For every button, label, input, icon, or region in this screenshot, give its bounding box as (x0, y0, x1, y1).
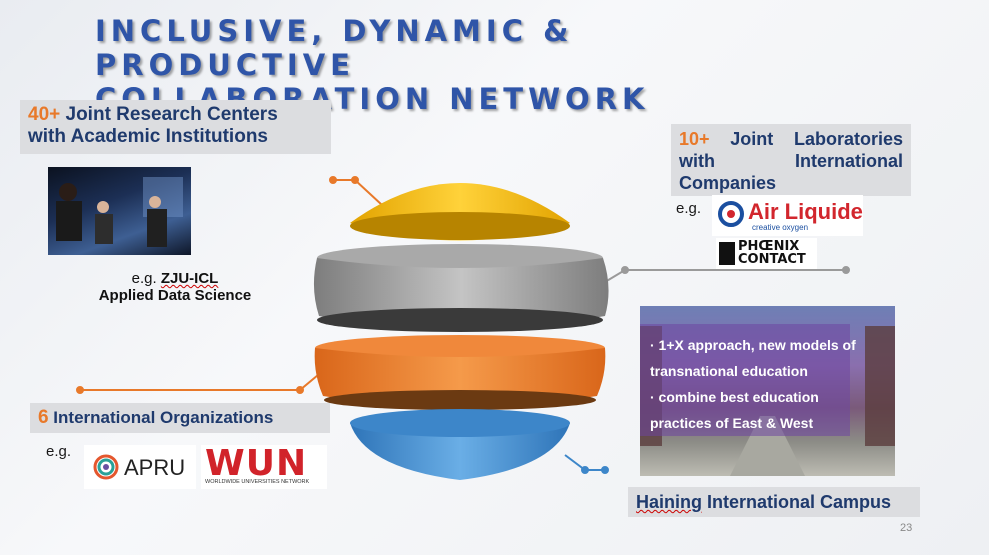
joint-labs-box: 10+ Joint Laboratories with Internationa… (671, 124, 911, 196)
phoenix-contact-logo: PHŒNIX CONTACT (716, 238, 817, 269)
campus-bullet-2: · combine best education (650, 389, 819, 405)
research-example-1: ZJU-ICL (160, 270, 219, 287)
apru-name: APRU (124, 455, 186, 480)
research-centers-box: 40+ Joint Research Centers with Academic… (20, 100, 331, 154)
labs-word-joint: Joint (730, 129, 774, 149)
research-count: 40+ (28, 104, 61, 125)
sphere-layer-blue (350, 409, 570, 480)
phoenix-contact-icon (719, 242, 735, 265)
orgs-count: 6 (38, 407, 49, 428)
apru-logo: APRU (84, 445, 196, 489)
campus-photo: · 1+X approach, new models of transnatio… (640, 306, 895, 476)
campus-text-overlay (640, 324, 850, 436)
intl-orgs-box: 6 International Organizations (30, 403, 330, 433)
campus-bullet-1-cont: transnational education (650, 363, 808, 379)
research-caption: e.g. ZJU-ICL Applied Data Science (70, 270, 280, 304)
campus-bullets: · 1+X approach, new models of transnatio… (650, 332, 856, 436)
campus-bullet-2-cont: practices of East & West (650, 415, 814, 431)
air-liquide-logo: Air Liquide creative oxygen (712, 195, 863, 236)
wun-subtitle: WORLDWIDE UNIVERSITIES NETWORK (205, 479, 310, 485)
campus-label-box: Haining International Campus (628, 487, 920, 517)
apru-icon (93, 454, 119, 480)
labs-word-with: with (679, 151, 715, 171)
wun-logo: WUN WORLDWIDE UNIVERSITIES NETWORK (201, 443, 327, 489)
labs-word-laboratories: Laboratories (793, 129, 903, 149)
labs-word-international: International (794, 151, 903, 171)
orgs-text: International Organizations (48, 408, 274, 427)
sphere-layer-gray (313, 244, 609, 332)
page-number: 23 (900, 522, 913, 534)
sphere-layer-orange (314, 335, 606, 410)
photo-people-shapes (56, 177, 183, 247)
research-text-line-1: Joint Research Centers (60, 104, 278, 125)
labs-eg-label: e.g. (676, 200, 702, 217)
research-example-2: Applied Data Science (98, 287, 252, 304)
wun-name: WUN (205, 443, 308, 484)
sphere-layer-yellow (350, 183, 570, 241)
research-text-line-2: with Academic Institutions (28, 126, 268, 147)
phoenix-line-2: CONTACT (738, 252, 806, 267)
page-title: INCLUSIVE, DYNAMIC & PRODUCTIVE COLLABOR… (95, 14, 815, 116)
labs-count: 10+ (679, 129, 710, 149)
orgs-eg-label: e.g. (46, 443, 72, 460)
phoenix-line-1: PHŒNIX (738, 239, 800, 254)
research-eg-label: e.g. (131, 270, 161, 287)
air-liquide-name: Air Liquide (748, 199, 863, 224)
title-line-1: INCLUSIVE, DYNAMIC & PRODUCTIVE (95, 14, 574, 82)
labs-word-companies: Companies (679, 173, 777, 193)
sliced-sphere-graphic (313, 183, 609, 480)
campus-label-rest: International Campus (702, 492, 892, 512)
campus-label-haining: Haining (636, 492, 702, 512)
air-liquide-tagline: creative oxygen (752, 223, 809, 232)
campus-bullet-1: · 1+X approach, new models of (650, 337, 856, 353)
research-photo (48, 167, 191, 255)
air-liquide-icon (718, 201, 744, 227)
